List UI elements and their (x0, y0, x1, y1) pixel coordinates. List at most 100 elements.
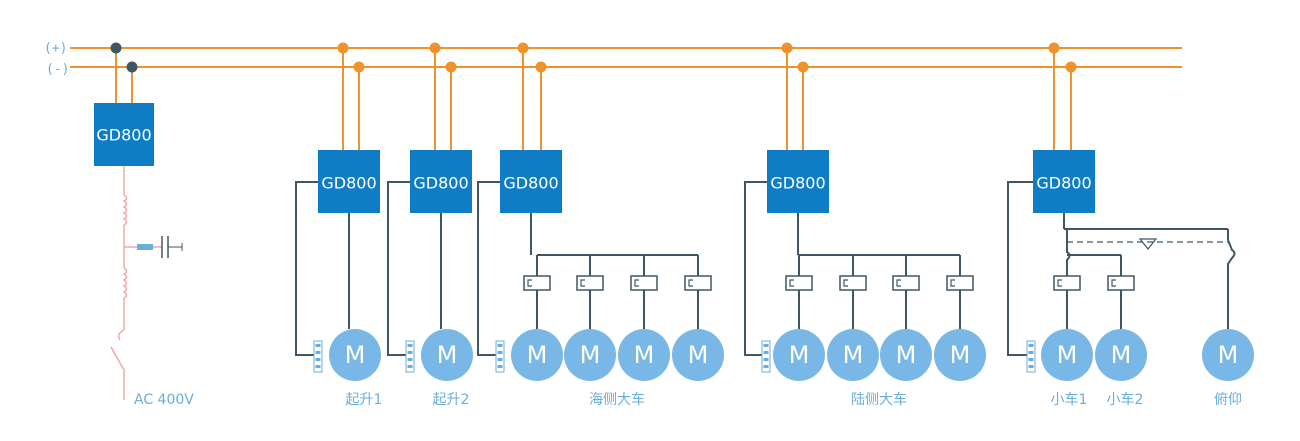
reactor-coil-icon (122, 267, 128, 299)
motor-circle (1202, 329, 1254, 381)
motor: M (1041, 329, 1093, 381)
motor: M (329, 329, 381, 381)
drive-label: GD800 (503, 174, 558, 193)
motor: M (773, 329, 825, 381)
drive-label: GD800 (321, 174, 376, 193)
motor-circle (773, 329, 825, 381)
motor-label: M (634, 341, 655, 369)
motor: M (827, 329, 879, 381)
motor-circle (329, 329, 381, 381)
motor-circle (421, 329, 473, 381)
positive-bus-label: (+) (44, 41, 67, 56)
motor-label: M (345, 341, 366, 369)
drive-box (410, 150, 472, 213)
encoder-icon (495, 340, 505, 373)
motor-circle (564, 329, 616, 381)
motor-circle (1095, 329, 1147, 381)
bus-junction-dot (1048, 42, 1060, 54)
motor: M (1202, 329, 1254, 381)
encoder-icon (405, 340, 415, 373)
motor-label: M (1111, 341, 1132, 369)
motor: M (934, 329, 986, 381)
drive-name-label: 起升2 (433, 392, 470, 408)
brake-icon (946, 275, 974, 291)
motor-label: M (437, 341, 458, 369)
bus-junction-dot (337, 42, 349, 54)
motor-label: M (896, 341, 917, 369)
changeover-switch-icon (1138, 238, 1158, 250)
brake-icon (785, 275, 813, 291)
drive-box (500, 150, 562, 213)
drive-name-label: 小车1 (1051, 391, 1088, 408)
supply-unit: GD800 AC 400V (94, 42, 194, 408)
drive-label: GD800 (770, 174, 825, 193)
motor: M (421, 329, 473, 381)
motor-circle (1041, 329, 1093, 381)
brake-icon (523, 275, 551, 291)
brake-icon (630, 275, 658, 291)
drive-label: GD800 (1036, 174, 1091, 193)
brake-icon (576, 275, 604, 291)
motor-label: M (1218, 341, 1239, 369)
brake-icon (1107, 275, 1135, 291)
bus-junction-dot (535, 61, 547, 73)
drive-box (1033, 150, 1095, 213)
motor: M (618, 329, 670, 381)
brake-icon (1053, 275, 1081, 291)
bus-junction-dot (353, 61, 365, 73)
encoder-icon (761, 340, 771, 373)
breaker-switch-icon (110, 346, 125, 371)
motor: M (880, 329, 932, 381)
motor-circle (618, 329, 670, 381)
motor-label: M (688, 341, 709, 369)
bus-junction-dot (797, 61, 809, 73)
bus-junction-dot (1065, 61, 1077, 73)
drive-name-label: 俯仰 (1214, 392, 1242, 408)
bus-junction-dot (110, 42, 122, 54)
ac-supply-label: AC 400V (134, 392, 194, 408)
motor-label: M (789, 341, 810, 369)
motor-label: M (1057, 341, 1078, 369)
bus-junction-dot (126, 61, 138, 73)
brake-icon (892, 275, 920, 291)
motor: M (672, 329, 724, 381)
motor-circle (934, 329, 986, 381)
encoder-icon (1026, 340, 1036, 373)
motor-circle (827, 329, 879, 381)
brake-icon (684, 275, 712, 291)
drive-box (318, 150, 380, 213)
motor-label: M (527, 341, 548, 369)
motor: M (1095, 329, 1147, 381)
negative-bus-label: (-) (46, 62, 69, 77)
drive-name-label: 陆侧大车 (851, 391, 907, 408)
motor-circle (880, 329, 932, 381)
motor-label: M (843, 341, 864, 369)
supply-drive-label: GD800 (96, 126, 151, 145)
motor-label: M (950, 341, 971, 369)
drive-name-label: 海侧大车 (589, 391, 645, 408)
motor-label: M (580, 341, 601, 369)
motor-circle (511, 329, 563, 381)
filter-resistor-icon (137, 244, 153, 250)
drive-box (767, 150, 829, 213)
bus-junction-dot (781, 42, 793, 54)
encoder-icon (313, 340, 323, 373)
drive-name-label: 小车2 (1107, 391, 1144, 408)
brake-icon (839, 275, 867, 291)
bus-junction-dot (445, 61, 457, 73)
drive-name-label: 起升1 (346, 392, 383, 408)
fuse-icon (117, 329, 125, 341)
motor: M (564, 329, 616, 381)
drive-label: GD800 (413, 174, 468, 193)
bus-junction-dot (517, 42, 529, 54)
motor-circle (672, 329, 724, 381)
reactor-coil-icon (122, 194, 128, 226)
bus-junction-dot (429, 42, 441, 54)
supply-drive-box (94, 103, 154, 166)
